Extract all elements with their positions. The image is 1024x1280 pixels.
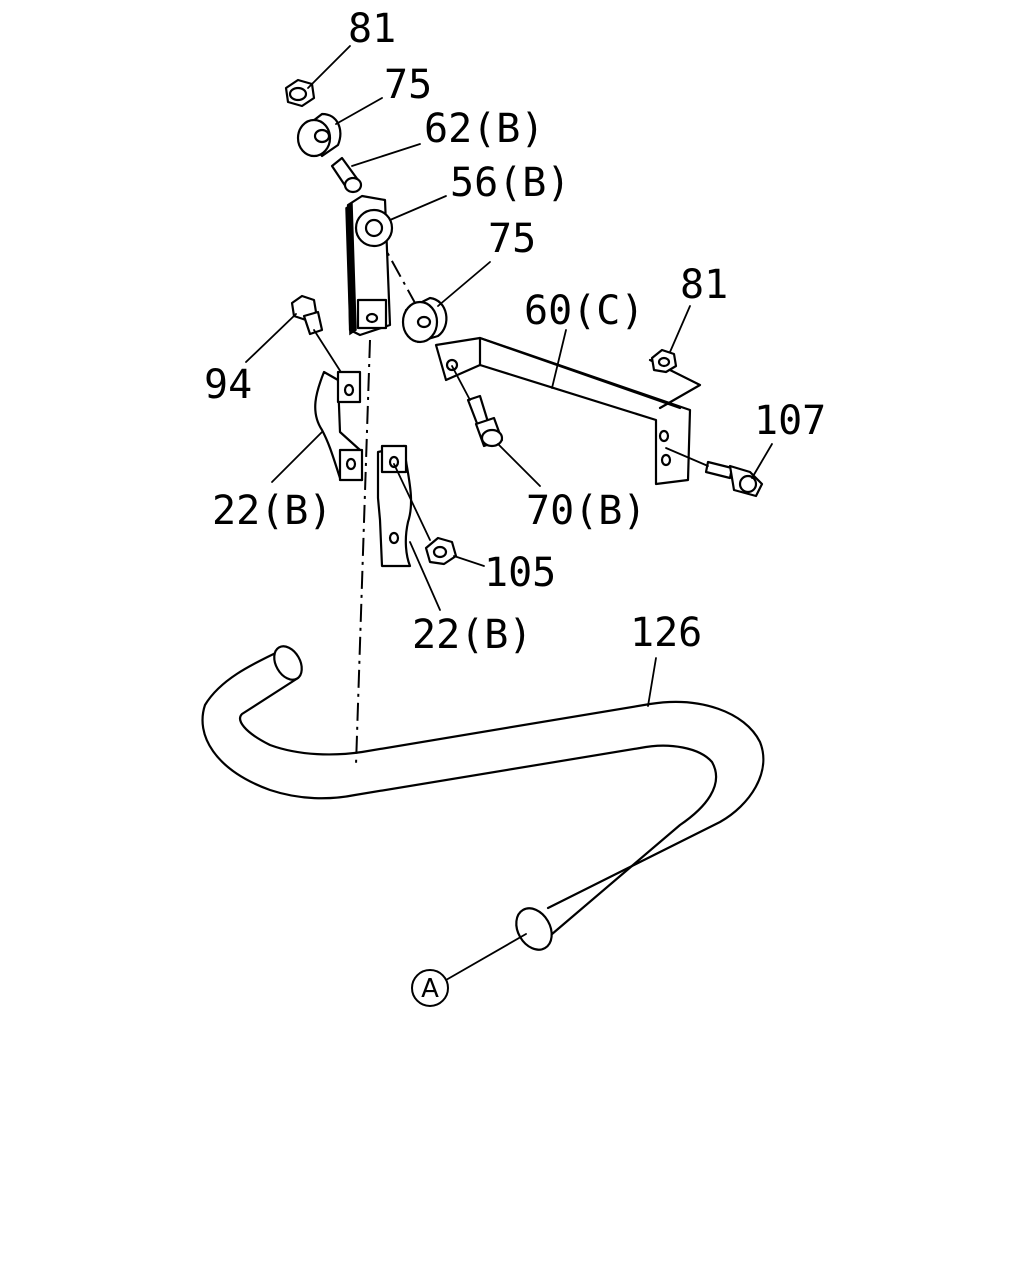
bushing-75-top (296, 112, 342, 158)
bracket-22b-right (376, 444, 413, 568)
bolt-94 (290, 294, 347, 381)
bushing-75-mid (401, 296, 448, 344)
callout-60c: 60(C) (524, 288, 644, 334)
leader-lines (245, 45, 773, 981)
reference-marker-a: A (411, 969, 449, 1007)
callout-62b: 62(B) (424, 106, 544, 152)
callout-94: 94 (204, 362, 252, 408)
nut-81-top (284, 78, 316, 108)
nut-81-right (650, 348, 678, 374)
collar-62b (330, 156, 363, 194)
callout-22b-bottom: 22(B) (412, 612, 532, 658)
center-axis-line (355, 339, 371, 766)
callout-107: 107 (754, 398, 826, 444)
bracket-22b-left (314, 370, 364, 482)
bracket-60c (434, 336, 702, 486)
callout-70b: 70(B) (526, 488, 646, 534)
reference-marker-label: A (421, 974, 439, 1004)
callout-126: 126 (630, 610, 702, 656)
bolt-70b (451, 365, 504, 448)
callout-56b: 56(B) (450, 160, 570, 206)
callout-81-top: 81 (348, 6, 396, 52)
stabilizer-bar (201, 645, 765, 951)
callout-105: 105 (484, 550, 556, 596)
bolt-107 (665, 447, 764, 498)
link-56b (345, 194, 394, 337)
callout-22b-left: 22(B) (212, 488, 332, 534)
callout-75-top: 75 (384, 62, 432, 108)
callout-75-mid: 75 (488, 216, 536, 262)
callout-81-right: 81 (680, 262, 728, 308)
